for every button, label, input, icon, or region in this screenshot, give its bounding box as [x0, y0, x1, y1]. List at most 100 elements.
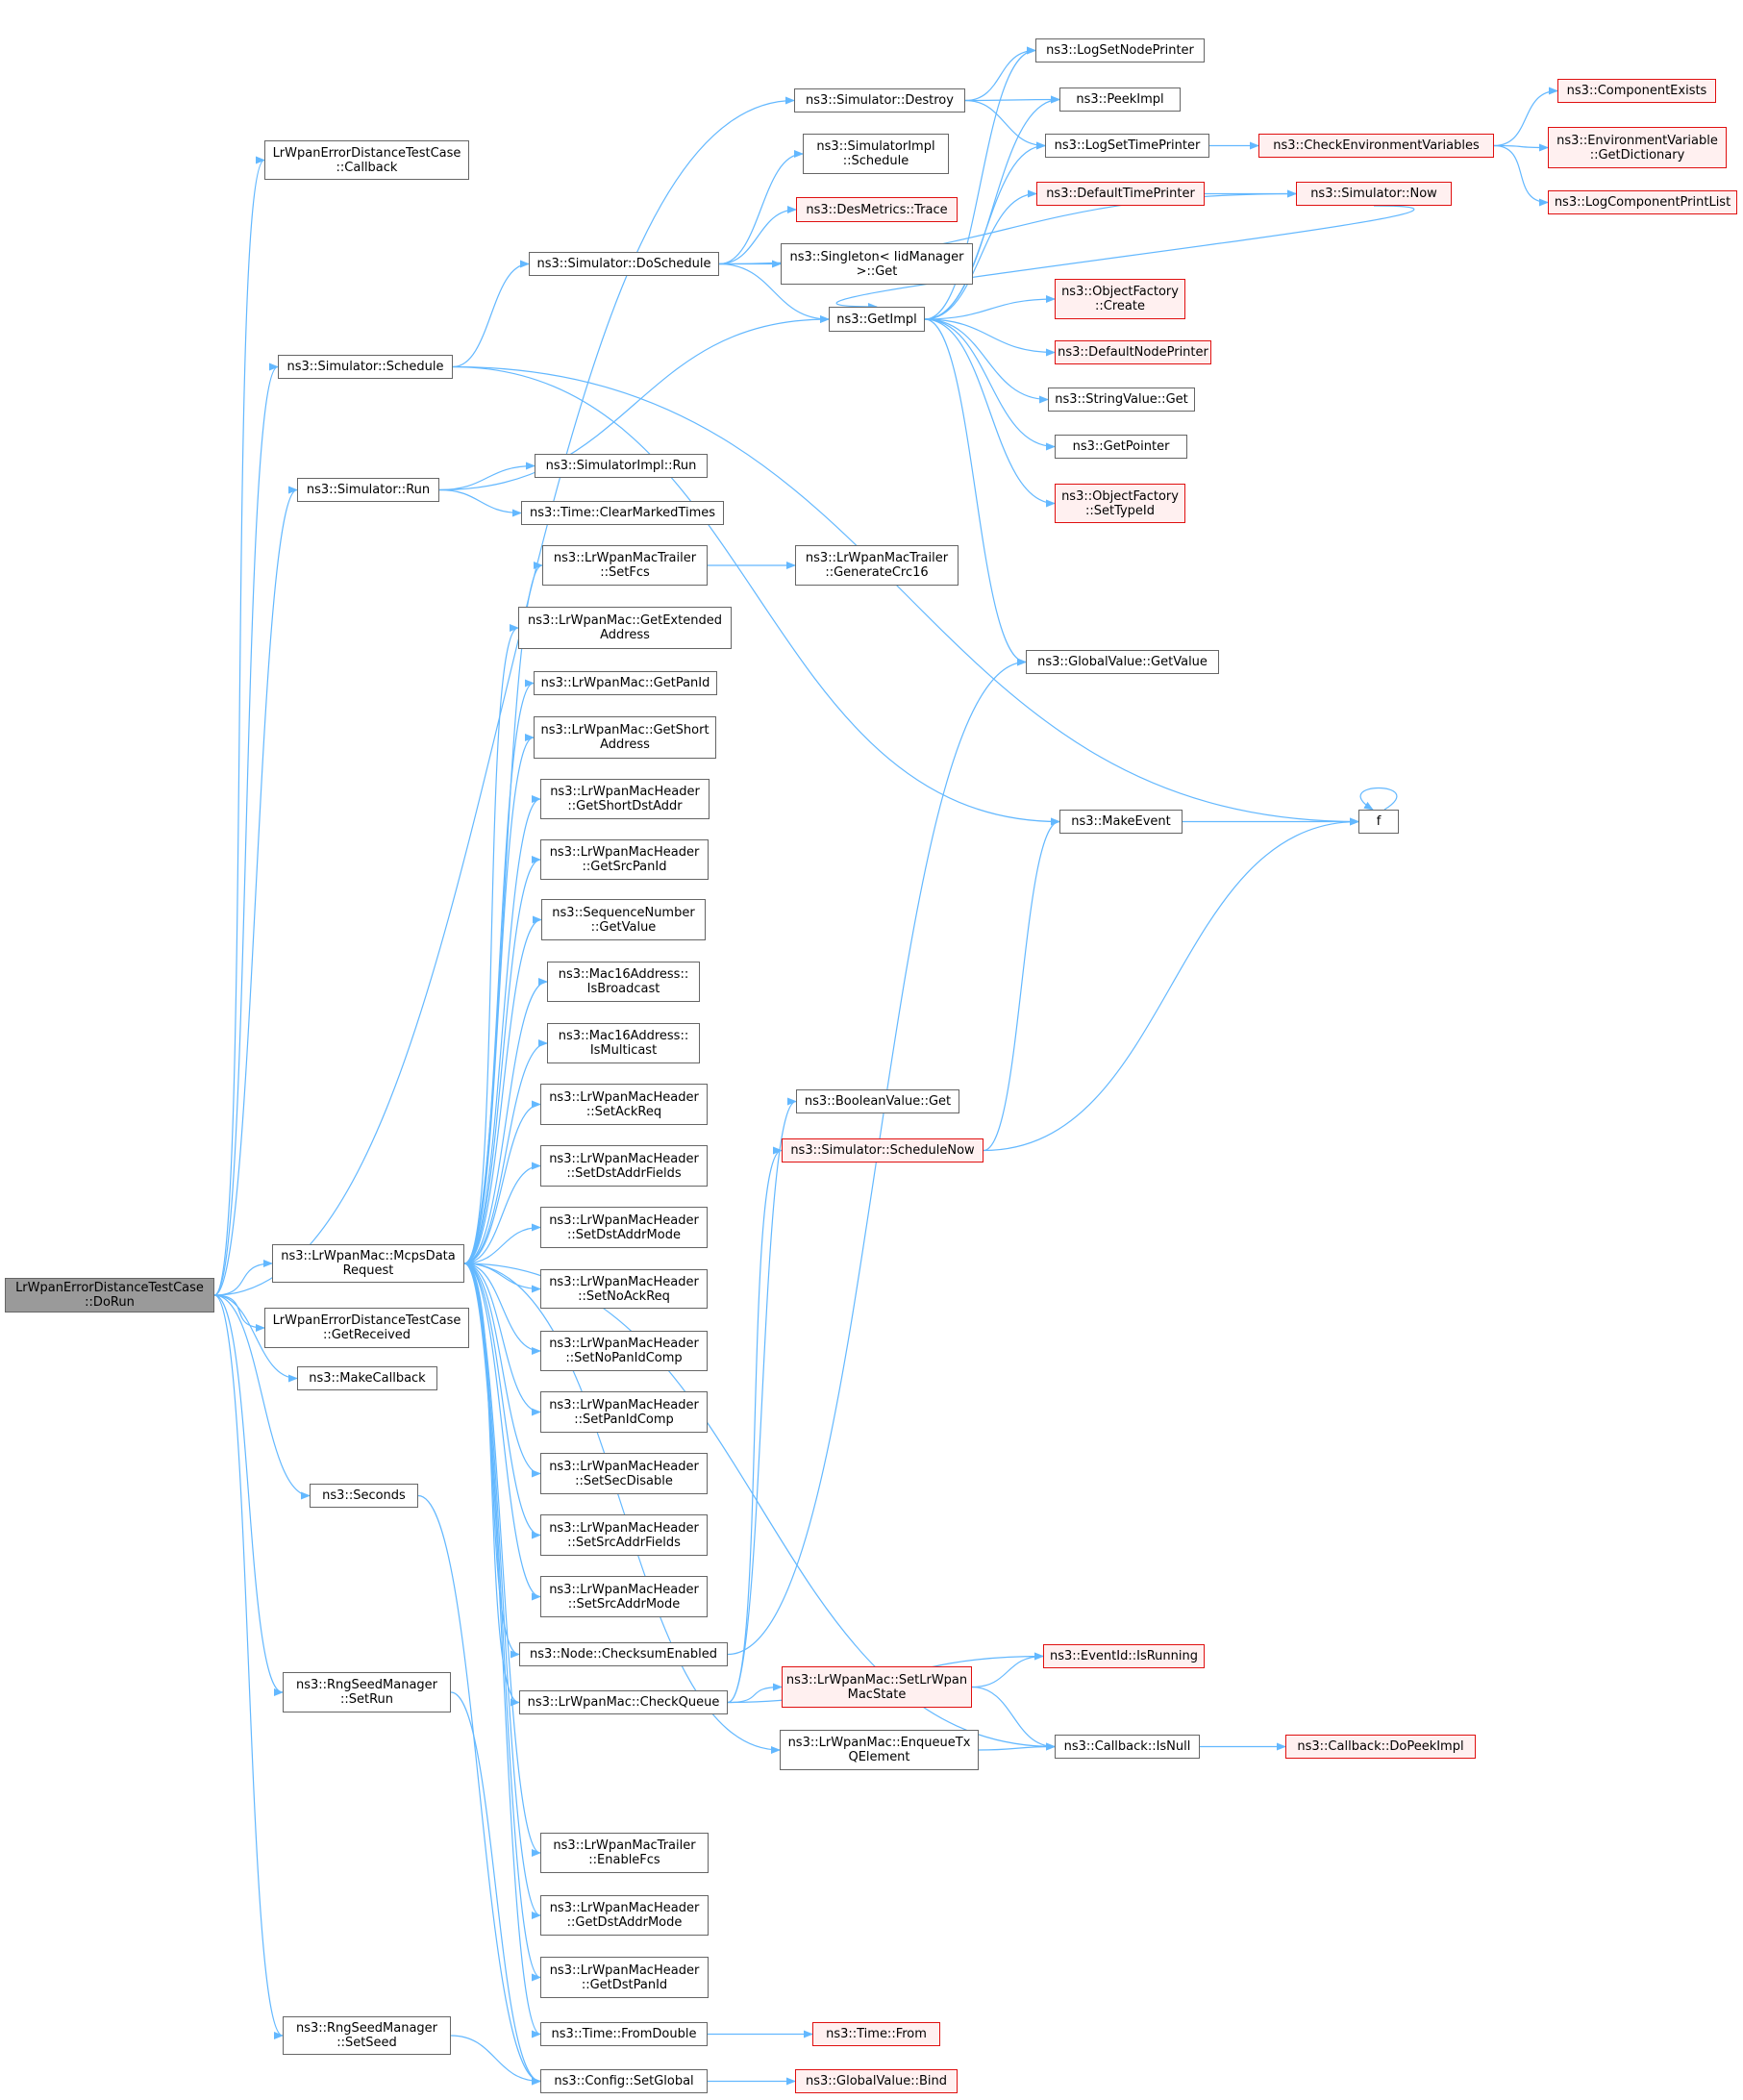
node-isrunning[interactable]: ns3::EventId::IsRunning — [1043, 1644, 1205, 1668]
node-label: ::SetNoPanIdComp — [565, 1351, 683, 1365]
node-isbcast[interactable]: ns3::Mac16Address::IsBroadcast — [547, 962, 700, 1002]
node-label: ns3::Simulator::ScheduleNow — [790, 1143, 975, 1158]
node-setdstfields[interactable]: ns3::LrWpanMacHeader::SetDstAddrFields — [540, 1145, 708, 1187]
node-label: ns3::LrWpanMacTrailer — [805, 551, 949, 565]
node-compexists[interactable]: ns3::ComponentExists — [1557, 79, 1716, 103]
edge-getimpl-to-getpointer — [924, 318, 1056, 451]
node-label: ::DoRun — [85, 1295, 135, 1310]
node-settypeid[interactable]: ns3::ObjectFactory::SetTypeId — [1055, 484, 1185, 523]
node-getsrcpanid[interactable]: ns3::LrWpanMacHeader::GetSrcPanId — [540, 839, 709, 880]
node-defnode[interactable]: ns3::DefaultNodePrinter — [1055, 340, 1211, 364]
node-getshortdst[interactable]: ns3::LrWpanMacHeader::GetShortDstAddr — [540, 779, 710, 819]
node-simimplrun[interactable]: ns3::SimulatorImpl::Run — [535, 454, 708, 478]
node-configglobal[interactable]: ns3::Config::SetGlobal — [540, 2069, 708, 2093]
node-peekimpl[interactable]: ns3::PeekImpl — [1059, 88, 1181, 112]
node-fn[interactable]: f — [1358, 810, 1399, 834]
node-label: ns3::GlobalValue::Bind — [806, 2074, 947, 2088]
node-envdict[interactable]: ns3::EnvironmentVariable::GetDictionary — [1548, 127, 1727, 168]
node-label: ns3::LrWpanMacTrailer — [553, 551, 697, 565]
node-destroy[interactable]: ns3::Simulator::Destroy — [794, 88, 965, 112]
node-label: ns3::LrWpanMac::McpsData — [281, 1249, 456, 1263]
node-setnopanid[interactable]: ns3::LrWpanMacHeader::SetNoPanIdComp — [540, 1331, 708, 1371]
node-setfcs[interactable]: ns3::LrWpanMacTrailer::SetFcs — [542, 545, 708, 586]
node-deftime[interactable]: ns3::DefaultTimePrinter — [1036, 182, 1205, 206]
node-setsrcfields[interactable]: ns3::LrWpanMacHeader::SetSrcAddrFields — [540, 1514, 708, 1556]
node-label: ns3::MakeEvent — [1071, 814, 1171, 829]
node-getrecv[interactable]: LrWpanErrorDistanceTestCase::GetReceived — [264, 1308, 469, 1348]
node-isnull[interactable]: ns3::Callback::IsNull — [1055, 1735, 1200, 1759]
node-simnow[interactable]: ns3::Simulator::Now — [1296, 182, 1452, 206]
node-ismcast[interactable]: ns3::Mac16Address::IsMulticast — [547, 1023, 700, 1063]
node-setnoack[interactable]: ns3::LrWpanMacHeader::SetNoAckReq — [540, 1269, 708, 1309]
node-setseed[interactable]: ns3::RngSeedManager::SetSeed — [283, 2016, 451, 2055]
node-label: ns3::LrWpanMac::SetLrWpan — [785, 1672, 968, 1688]
node-logcomp[interactable]: ns3::LogComponentPrintList — [1548, 190, 1737, 214]
node-setsecdis[interactable]: ns3::LrWpanMacHeader::SetSecDisable — [540, 1453, 708, 1494]
node-getdstpanid[interactable]: ns3::LrWpanMacHeader::GetDstPanId — [540, 1957, 709, 1998]
node-boolget[interactable]: ns3::BooleanValue::Get — [796, 1089, 959, 1113]
node-checkqueue[interactable]: ns3::LrWpanMac::CheckQueue — [519, 1690, 728, 1714]
node-gencrc[interactable]: ns3::LrWpanMacTrailer::GenerateCrc16 — [795, 545, 959, 586]
node-fromdouble[interactable]: ns3::Time::FromDouble — [540, 2022, 708, 2046]
node-label: ns3::Time::From — [826, 2027, 927, 2041]
node-makecb[interactable]: ns3::MakeCallback — [297, 1366, 437, 1390]
edge-root-to-seconds — [213, 1294, 311, 1500]
node-label: f — [1376, 814, 1382, 829]
node-label: ns3::LrWpanMacHeader — [549, 1582, 699, 1597]
node-timefrom[interactable]: ns3::Time::From — [812, 2022, 940, 2046]
node-desmetrics[interactable]: ns3::DesMetrics::Trace — [796, 197, 958, 222]
node-label: ns3::CheckEnvironmentVariables — [1273, 138, 1480, 153]
node-label: ns3::ObjectFactory — [1061, 285, 1179, 299]
node-doschedule[interactable]: ns3::Simulator::DoSchedule — [529, 252, 719, 276]
edge-checkenv-to-compexists — [1493, 87, 1558, 147]
node-gvbind[interactable]: ns3::GlobalValue::Bind — [795, 2069, 958, 2093]
node-simimplsched[interactable]: ns3::SimulatorImpl::Schedule — [803, 134, 949, 174]
node-label: ns3::Node::ChecksumEnabled — [530, 1647, 717, 1662]
node-strget[interactable]: ns3::StringValue::Get — [1048, 388, 1195, 412]
node-schednow[interactable]: ns3::Simulator::ScheduleNow — [782, 1138, 984, 1162]
node-label: ::SetSeed — [336, 2036, 397, 2050]
node-setdstmode[interactable]: ns3::LrWpanMacHeader::SetDstAddrMode — [540, 1207, 708, 1248]
node-docpeek[interactable]: ns3::Callback::DoPeekImpl — [1285, 1735, 1476, 1759]
edge-mcps-to-setfcs — [463, 562, 543, 1264]
node-seconds[interactable]: ns3::Seconds — [310, 1484, 418, 1508]
node-callback[interactable]: LrWpanErrorDistanceTestCase::Callback — [264, 140, 469, 180]
node-setrun[interactable]: ns3::RngSeedManager::SetRun — [283, 1672, 451, 1712]
node-setsrcmode[interactable]: ns3::LrWpanMacHeader::SetSrcAddrMode — [540, 1576, 708, 1617]
node-label: ns3::LrWpanMacHeader — [549, 1337, 699, 1351]
node-setpanid[interactable]: ns3::LrWpanMacHeader::SetPanIdComp — [540, 1391, 708, 1433]
edge-schednow-to-fn — [983, 817, 1359, 1152]
edge-mcps-to-setdstfields — [463, 1162, 541, 1264]
node-label: ns3::SimulatorImpl — [816, 139, 935, 154]
node-getpanid[interactable]: ns3::LrWpanMac::GetPanId — [534, 671, 717, 695]
node-checkenv[interactable]: ns3::CheckEnvironmentVariables — [1258, 134, 1494, 158]
node-label: ns3::EventId::IsRunning — [1049, 1649, 1198, 1663]
node-clearmarked[interactable]: ns3::Time::ClearMarkedTimes — [521, 501, 724, 525]
edge-checkqueue-to-boolget — [727, 1097, 797, 1704]
node-getpointer[interactable]: ns3::GetPointer — [1055, 435, 1187, 459]
node-run[interactable]: ns3::Simulator::Run — [297, 478, 439, 502]
node-label: ns3::LogComponentPrintList — [1554, 195, 1731, 210]
node-label: ns3::EnvironmentVariable — [1556, 133, 1718, 148]
node-enablefcs[interactable]: ns3::LrWpanMacTrailer::EnableFcs — [540, 1833, 709, 1873]
node-seqnum[interactable]: ns3::SequenceNumber::GetValue — [541, 899, 706, 940]
node-objcreate[interactable]: ns3::ObjectFactory::Create — [1055, 279, 1185, 319]
node-getimpl[interactable]: ns3::GetImpl — [829, 307, 925, 332]
edge-mcps-to-isbcast — [463, 978, 548, 1264]
node-getdstmode[interactable]: ns3::LrWpanMacHeader::GetDstAddrMode — [540, 1895, 709, 1936]
node-label: ns3::LrWpanMac::CheckQueue — [527, 1695, 720, 1710]
node-getvalue[interactable]: ns3::GlobalValue::GetValue — [1026, 650, 1219, 674]
node-logtime[interactable]: ns3::LogSetTimePrinter — [1045, 134, 1209, 158]
node-makeevent[interactable]: ns3::MakeEvent — [1059, 810, 1183, 834]
node-checksum[interactable]: ns3::Node::ChecksumEnabled — [519, 1642, 728, 1666]
node-singleton[interactable]: ns3::Singleton< IidManager>::Get — [781, 243, 973, 285]
node-setackreq[interactable]: ns3::LrWpanMacHeader::SetAckReq — [540, 1084, 708, 1125]
node-lognode[interactable]: ns3::LogSetNodePrinter — [1035, 38, 1205, 62]
node-schedule[interactable]: ns3::Simulator::Schedule — [278, 355, 453, 379]
